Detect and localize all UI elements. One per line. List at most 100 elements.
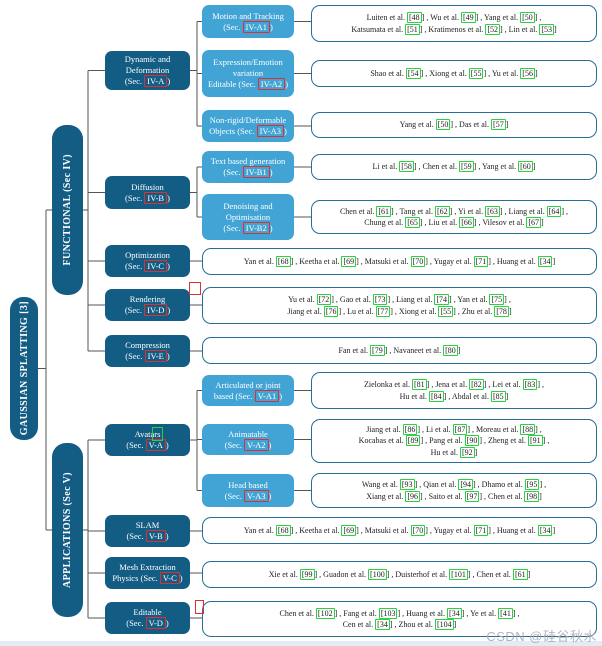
citation-ref-link[interactable]: [71 xyxy=(473,524,489,536)
section-ref-link[interactable]: IV-A1 xyxy=(242,20,270,33)
citation-ref-link[interactable]: [95 xyxy=(524,479,540,490)
citation-ref-link[interactable]: [51 xyxy=(405,23,420,35)
citation-ref-link[interactable]: [75 xyxy=(489,294,505,305)
section-ref-link[interactable]: IV-E xyxy=(144,350,167,362)
citation-ref-link[interactable]: [59 xyxy=(458,161,474,173)
section-ref-link[interactable]: IV-B1 xyxy=(242,166,270,178)
citation-ref-link[interactable]: [50 xyxy=(520,12,535,23)
citation-ref-link[interactable]: [74 xyxy=(434,294,450,305)
section-ref-link[interactable]: V-D xyxy=(145,617,166,629)
citation-ref-link[interactable]: [69 xyxy=(341,524,357,536)
citation-ref-link[interactable]: [55 xyxy=(468,67,484,79)
citation-ref-link[interactable]: [54 xyxy=(405,67,421,79)
citation-ref-link[interactable]: [97 xyxy=(464,490,480,502)
citation-ref-link[interactable]: [96 xyxy=(405,490,420,502)
citation-ref-link[interactable]: [91 xyxy=(527,435,543,447)
citation-ref-link[interactable]: [70 xyxy=(410,255,426,267)
citation-ref-link[interactable]: [90 xyxy=(464,435,480,447)
citation-ref-link[interactable]: [73 xyxy=(372,294,388,305)
citation-line: Chen et al. [61] , Tang et al. [62] , Yi… xyxy=(339,205,569,217)
citation-ref-link[interactable]: [70 xyxy=(410,524,426,536)
section-ref-link[interactable]: IV-A2 xyxy=(257,78,286,90)
section-ref-link[interactable]: V-C xyxy=(159,572,180,584)
watermark: CSDN @硅谷秋水 xyxy=(486,629,597,644)
section-ref-link[interactable]: IV-D xyxy=(144,304,168,316)
citation-ref-link[interactable]: [34 xyxy=(447,607,462,619)
citation-ref-link[interactable]: [68 xyxy=(275,255,291,267)
citation-ref-link[interactable]: [102 xyxy=(315,607,335,619)
citation-ref-link[interactable]: [71 xyxy=(473,255,489,267)
citation-ref-link[interactable]: [68 xyxy=(275,524,291,536)
section-ref-link[interactable]: IV-A3 xyxy=(256,125,285,137)
citation-ref-link[interactable]: [55 xyxy=(438,305,454,317)
citation-ref-link[interactable]: [67 xyxy=(526,217,542,228)
citation-ref-link[interactable]: [84 xyxy=(428,390,444,402)
section-ref-link[interactable]: IV-B2 xyxy=(242,221,270,234)
citation-ref-link[interactable]: [64 xyxy=(546,205,562,217)
citation-ref-link[interactable]: [101 xyxy=(449,568,468,580)
citation-ref-link[interactable]: [50 xyxy=(435,119,451,131)
citation-ref-link[interactable]: [86 xyxy=(402,423,418,435)
section-ref-link[interactable]: V-A1 xyxy=(254,389,280,402)
citation-ref-link[interactable]: [76 xyxy=(323,305,339,317)
citation-ref-link[interactable]: [77 xyxy=(375,305,391,317)
citation-ref-link[interactable]: [34 xyxy=(375,619,390,630)
citation-ref-link[interactable]: [87 xyxy=(452,423,468,435)
category-node-editable: Editable(Sec. V-D) xyxy=(105,602,190,634)
citation-box-articulated: Zielonka et al. [81] , Jena et al. [82] … xyxy=(311,372,597,409)
node-label-line: Avatars xyxy=(134,429,161,439)
citation-ref-link[interactable]: [65 xyxy=(405,217,420,228)
citation-ref-link[interactable]: [92 xyxy=(459,446,475,458)
citation-ref-link[interactable]: [61 xyxy=(376,205,392,217)
citation-line: Xiang et al. [96] , Saito et al. [97] , … xyxy=(366,490,542,502)
citation-ref-link[interactable]: [93 xyxy=(399,479,415,490)
citation-ref-link[interactable]: [98 xyxy=(524,490,540,502)
citation-ref-link[interactable]: [94 xyxy=(458,479,473,490)
citation-ref-link[interactable]: [48 xyxy=(407,12,422,23)
citation-ref-link[interactable]: [104 xyxy=(434,619,454,630)
citation-ref-link[interactable]: [83 xyxy=(522,379,538,390)
citation-ref-link[interactable]: [56 xyxy=(520,67,535,79)
citation-line: Luiten et al. [48] , Wu et al. [49] , Ya… xyxy=(366,12,542,23)
branch-node-functional: FUNCTIONAL (Sec IV) xyxy=(52,125,83,295)
citation-ref-link[interactable]: [69 xyxy=(341,255,357,267)
citation-ref-link[interactable]: [100 xyxy=(368,568,387,580)
citation-ref-link[interactable]: [88 xyxy=(520,423,536,435)
citation-ref-link[interactable]: [79 xyxy=(370,344,385,356)
citation-ref-link[interactable]: [34 xyxy=(537,255,553,267)
citation-ref-link[interactable]: [57 xyxy=(491,119,506,131)
section-ref-link[interactable]: V-A3 xyxy=(243,489,269,502)
citation-ref-link[interactable]: [63 xyxy=(485,205,500,217)
citation-ref-link[interactable]: [66 xyxy=(459,217,474,228)
citation-ref-link[interactable]: [85 xyxy=(490,390,506,402)
citation-line: Wang et al. [93] , Qian et al. [94] , Dh… xyxy=(361,479,547,490)
citation-ref-link[interactable]: [80 xyxy=(443,344,458,356)
citation-ref-link[interactable]: [62 xyxy=(435,205,450,217)
section-ref-link[interactable]: IV-A xyxy=(144,75,168,87)
node-label-line: (Sec. V-B) xyxy=(126,530,169,542)
citation-ref-link[interactable]: [49 xyxy=(460,12,476,23)
citation-line: Katsumata et al. [51] , Kratimenos et al… xyxy=(351,23,557,35)
citation-ref-link[interactable]: [53 xyxy=(539,23,554,35)
citation-ref-link[interactable]: [60 xyxy=(518,161,533,173)
citation-ref-link[interactable]: [78 xyxy=(494,305,509,317)
citation-ref-link[interactable]: [99 xyxy=(299,568,315,580)
citation-ref-link[interactable]: [82 xyxy=(469,379,484,390)
citation-ref-link[interactable]: [34 xyxy=(537,524,553,536)
category-node-rendering: Rendering(Sec. IV-D) xyxy=(105,289,190,321)
citation-ref-link[interactable]: [58 xyxy=(399,161,414,173)
citation-ref-link[interactable]: [81 xyxy=(411,379,427,390)
citation-ref-link[interactable]: [52 xyxy=(485,23,500,35)
citation-ref-link[interactable]: [72 xyxy=(316,294,332,305)
citation-ref-link[interactable]: [103 xyxy=(378,607,398,619)
section-ref-link[interactable]: V-A2 xyxy=(243,438,269,451)
section-ref-link[interactable]: V-B xyxy=(145,530,166,542)
citation-ref-link[interactable]: [41 xyxy=(498,607,513,619)
citation-ref-link[interactable]: [89 xyxy=(405,435,421,447)
section-ref-link[interactable]: IV-C xyxy=(144,260,168,272)
section-ref-link[interactable]: IV-B xyxy=(144,191,168,204)
section-ref-link[interactable]: V-A xyxy=(145,439,166,451)
citation-ref-link[interactable]: [61 xyxy=(512,568,528,580)
